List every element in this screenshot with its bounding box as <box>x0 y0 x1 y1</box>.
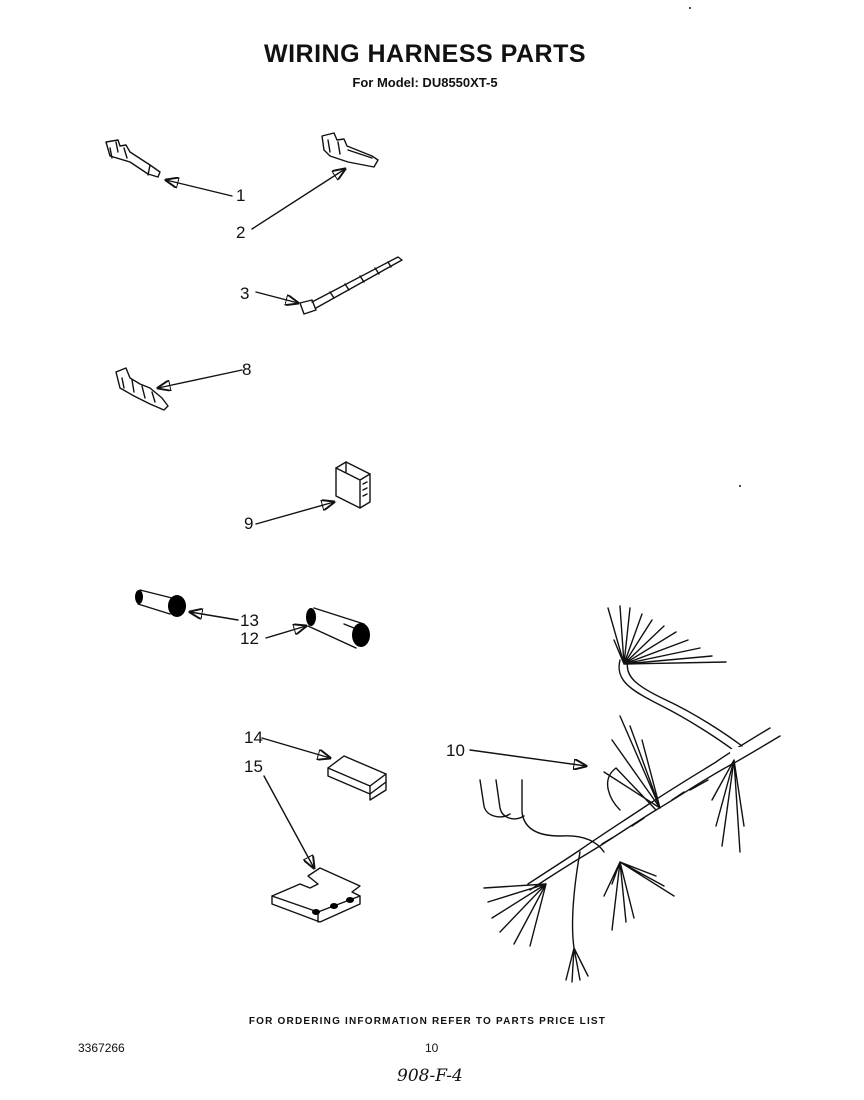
callout-2: 2 <box>236 223 246 242</box>
part-15-housing <box>271 867 361 923</box>
part-10-harness <box>479 605 781 983</box>
part-8-terminal <box>115 367 169 411</box>
leader-line-3 <box>255 291 298 303</box>
callout-10: 10 <box>446 741 465 760</box>
callout-3: 3 <box>240 284 250 303</box>
page-title: WIRING HARNESS PARTS <box>263 40 587 68</box>
speck-mark <box>689 7 691 9</box>
leader-line-1 <box>166 180 233 197</box>
leader-line-10 <box>469 749 586 766</box>
part-14-clip <box>327 755 387 801</box>
leader-line-2 <box>251 169 345 230</box>
speck-mark <box>739 485 741 487</box>
leader-line-9 <box>255 502 334 525</box>
callout-1: 1 <box>236 186 246 205</box>
model-subtitle: For Model: DU8550XT-5 <box>352 75 498 90</box>
callout-14: 14 <box>244 728 263 747</box>
leader-line-15 <box>263 775 314 868</box>
page-number: 10 <box>425 1041 439 1055</box>
leader-line-13 <box>190 612 239 621</box>
leader-line-14 <box>261 737 330 758</box>
part-1-terminal <box>105 139 161 178</box>
part-9-connector <box>335 461 371 509</box>
callout-12: 12 <box>240 629 259 648</box>
callout-8: 8 <box>242 360 252 379</box>
part-2-terminal <box>321 132 379 168</box>
part-12-sleeve <box>306 607 370 649</box>
callout-15: 15 <box>244 757 263 776</box>
callout-9: 9 <box>244 514 254 533</box>
leader-line-12 <box>265 626 306 639</box>
part-13-bushing <box>135 589 186 617</box>
leader-line-8 <box>158 369 243 388</box>
ordering-note: FOR ORDERING INFORMATION REFER TO PARTS … <box>248 1016 607 1027</box>
part-3-cable-tie <box>299 256 403 315</box>
handwritten-note: 908-F-4 <box>397 1066 463 1086</box>
callout-13: 13 <box>240 611 259 630</box>
document-number: 3367266 <box>78 1041 125 1055</box>
